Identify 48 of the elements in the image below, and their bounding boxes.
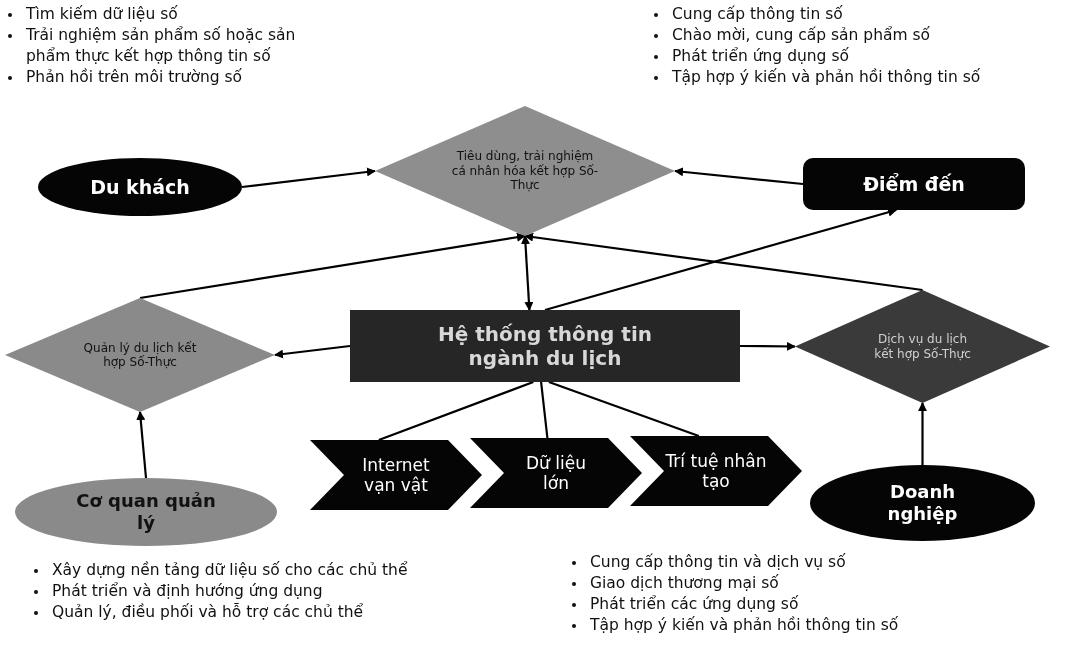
arrow	[918, 402, 927, 465]
bullet-item: Quản lý, điều phối và hỗ trợ các chủ thể	[30, 601, 450, 623]
bullet-item: Cung cấp thông tin và dịch vụ số	[568, 552, 988, 573]
node-label: Dịch vụ du lịch kết hợp Số-Thực	[873, 332, 972, 361]
node-label: Doanh nghiệp	[886, 481, 959, 525]
node-label: Điểm đến	[863, 172, 965, 196]
bullet-item: Phát triển và định hướng ứng dụng	[30, 580, 450, 602]
chevron-shape	[630, 436, 802, 506]
node-label: Dữ liệu lớn	[525, 452, 587, 494]
decision-diamond	[5, 298, 275, 412]
bullet-item: Tập hợp ý kiến và phản hồi thông tin số	[650, 66, 1080, 88]
bullet-item: Phát triển ứng dụng số	[650, 45, 1080, 67]
rounded-box	[803, 158, 1025, 210]
node-label: Du khách	[90, 175, 190, 199]
node-label: Tiêu dùng, trải nghiệm cá nhân hóa kết hợp Số-Thực	[450, 149, 600, 193]
arrow	[740, 341, 796, 351]
bullet-item: Trải nghiệm sản phẩm số hoặc sản phẩm thực kết hợp thông tin số	[4, 24, 324, 67]
connector-line	[378, 380, 534, 442]
node-label: Trí tuệ nhân tạo	[664, 450, 768, 492]
bullet-item: Tập hợp ý kiến và phản hồi thông tin số	[568, 614, 988, 636]
arrow	[674, 167, 804, 186]
node-label: Internet vạn vật	[361, 454, 431, 496]
arrow	[521, 235, 534, 311]
decision-diamond	[375, 106, 675, 236]
arrow	[524, 232, 923, 292]
bullet-item: Phản hồi trên môi trường số	[4, 66, 324, 88]
ellipse-node	[38, 158, 242, 216]
bullet-item: Tìm kiếm dữ liệu số	[4, 4, 324, 25]
arrow	[139, 232, 526, 300]
node-label: Hệ thống thông tin ngành du lịch	[436, 322, 653, 370]
bullet-item: Cung cấp thông tin số	[650, 4, 1080, 25]
ellipse-node	[810, 465, 1035, 541]
arrow	[241, 167, 376, 189]
node-label: Cơ quan quản lý	[76, 490, 216, 534]
process-box	[350, 310, 740, 382]
connector-line	[540, 381, 549, 439]
arrow	[136, 411, 148, 479]
arrow	[274, 344, 351, 359]
node-label: Quản lý du lịch kết hợp Số-Thực	[82, 340, 198, 370]
chevron-shape	[470, 438, 642, 508]
bullet-item: Xây dựng nền tảng dữ liệu số cho các chủ thể	[30, 560, 450, 581]
bullet-item: Chào mời, cung cấp sản phẩm số	[650, 24, 1080, 46]
bullet-item: Giao dịch thương mại số	[568, 572, 988, 594]
decision-diamond	[795, 290, 1050, 403]
ellipse-node	[15, 478, 277, 546]
chevron-shape	[310, 440, 482, 510]
bullet-item: Phát triển các ứng dụng số	[568, 593, 988, 615]
connector-line	[548, 380, 700, 438]
